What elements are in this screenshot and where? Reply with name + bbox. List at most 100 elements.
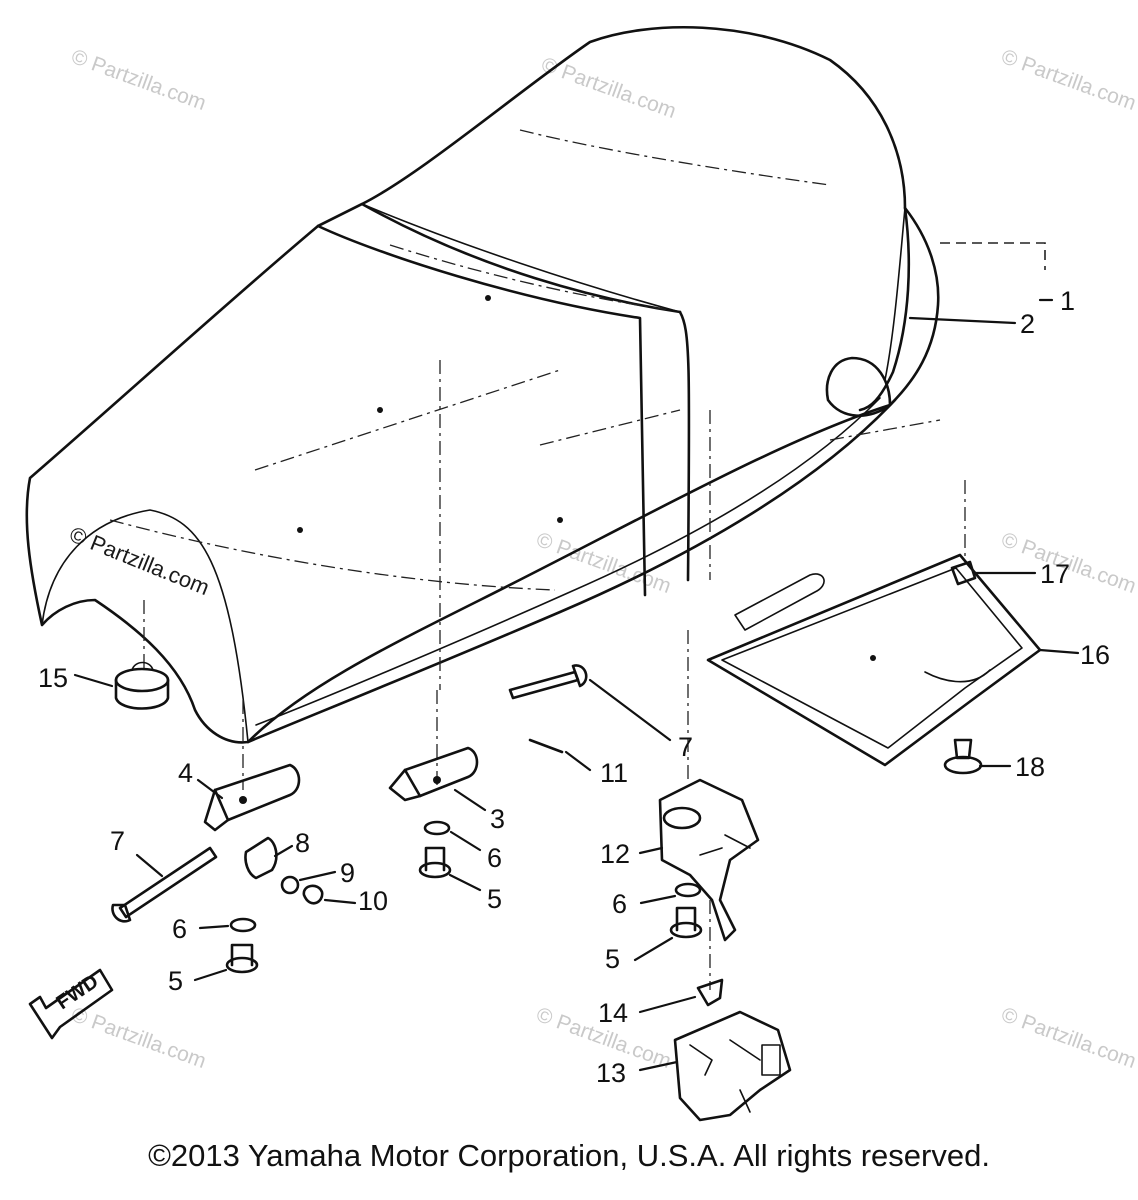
callout-2: 2 <box>1020 309 1035 339</box>
leader-2 <box>908 316 1017 325</box>
latch-13-body <box>673 1010 792 1122</box>
callout-6-right: 6 <box>612 889 627 919</box>
part-5-bolt-left: 5 <box>168 943 259 996</box>
part-6-washer-right: 6 <box>612 882 702 919</box>
pin-7r-shaft <box>508 670 580 700</box>
lock-12-body <box>658 778 760 942</box>
watermark-top-left: © Partzilla.com <box>68 45 209 115</box>
part-11-cotter: 11 <box>528 738 628 788</box>
callout-16: 16 <box>1080 640 1110 670</box>
leader-15 <box>73 673 114 688</box>
part-12-lock: 12 <box>600 778 760 942</box>
leader-13 <box>638 1060 679 1072</box>
leader-6-center <box>449 830 482 852</box>
seat-side-curve <box>41 509 249 743</box>
tray-16-foot <box>924 669 991 683</box>
part-17-nut: 17 <box>950 559 1070 589</box>
leader-12 <box>638 846 664 855</box>
bracket-4-plate <box>213 763 301 822</box>
pin-7r-head <box>571 664 588 688</box>
lock-12-detail <box>699 834 751 856</box>
leader-6-left <box>198 924 230 930</box>
tray-16-tab <box>734 573 825 631</box>
callout-18: 18 <box>1015 752 1045 782</box>
leader-14 <box>638 995 697 1014</box>
seat-strap-right <box>678 310 691 582</box>
seat-surface-line-7 <box>254 369 561 471</box>
callout-14: 14 <box>598 998 628 1028</box>
seat-strap-front <box>361 203 681 313</box>
seat-rear-curl <box>825 356 892 417</box>
watermark-low-left: © Partzilla.com <box>68 1003 209 1073</box>
seat-outline <box>25 25 940 744</box>
callout-3: 3 <box>490 804 505 834</box>
pin-7-shaft <box>118 846 218 919</box>
damper-body <box>114 678 170 710</box>
callout-4: 4 <box>178 758 193 788</box>
leader-8 <box>273 844 294 858</box>
damper-top <box>114 667 170 693</box>
callout-7-right: 7 <box>678 732 693 762</box>
part-4-bracket: 4 <box>178 758 301 832</box>
part-16-tray: 16 <box>706 553 1110 767</box>
leader-10 <box>323 898 357 905</box>
leader-3 <box>453 788 487 812</box>
seat-surface-line-1 <box>519 129 831 186</box>
part-13-latch: 13 <box>596 1010 792 1122</box>
assembly-lines <box>143 480 966 990</box>
callout-8: 8 <box>295 828 310 858</box>
bolt-10 <box>302 884 324 905</box>
callout-6-left: 6 <box>172 914 187 944</box>
callout-5-right: 5 <box>605 944 620 974</box>
callout-1: 1 <box>1060 286 1075 316</box>
seat-mark-1 <box>377 407 383 413</box>
seat-bottom-rim-inner <box>255 397 881 726</box>
bolt-5-left-head <box>225 956 259 974</box>
pin-7-head <box>111 903 132 923</box>
nut-17 <box>950 560 977 586</box>
watermark-low-right: © Partzilla.com <box>998 1003 1138 1073</box>
washer-6-left <box>229 917 257 933</box>
tray-16-outer <box>706 553 1042 767</box>
bracket-3-side <box>388 768 422 802</box>
washer-6-right <box>674 882 702 898</box>
bracket-4-hole <box>239 796 247 804</box>
fwd-arrow-shape <box>28 968 114 1040</box>
part-3-bracket: 3 <box>388 746 505 834</box>
watermarks: © Partzilla.com © Partzilla.com © Partzi… <box>66 45 1138 1073</box>
leader-7-left <box>135 853 164 878</box>
seat-surface-line-8 <box>539 409 681 446</box>
bracket-4-side <box>203 788 230 832</box>
seat-assembly: 1 2 <box>25 25 1075 744</box>
damper-nub <box>131 661 154 671</box>
seat-bottom-rim <box>246 398 897 744</box>
seat-surface-line-6 <box>829 419 941 441</box>
part-15-damper: 15 <box>38 661 170 710</box>
seat-mark-3 <box>297 527 303 533</box>
part-5-bolt-center: 5 <box>418 846 502 914</box>
screw-14 <box>696 978 724 1007</box>
part-6-washer-left: 6 <box>172 914 257 944</box>
bolt-5-left-shank <box>230 943 254 967</box>
part-5-bolt-right: 5 <box>605 906 703 974</box>
part-9-washer: 9 <box>280 858 355 895</box>
seat-rear-dash <box>940 242 1046 270</box>
seat-rear-fold <box>884 207 906 381</box>
bolt-5-center-shank <box>424 846 446 872</box>
callout-15: 15 <box>38 663 68 693</box>
seat-strap-top <box>316 202 682 314</box>
leader-5-center <box>448 873 482 892</box>
bolt-5-right-shank <box>675 906 697 932</box>
callout-10: 10 <box>358 886 388 916</box>
seat-rear-cover <box>858 206 911 412</box>
part-10-bolt: 10 <box>302 884 388 916</box>
washer-9 <box>280 875 300 895</box>
leader-9 <box>298 870 337 882</box>
grommet-18-stem <box>953 738 973 760</box>
callout-5-left: 5 <box>168 966 183 996</box>
washer-6-center <box>423 820 451 836</box>
leader-5-left <box>193 968 228 982</box>
callout-13: 13 <box>596 1058 626 1088</box>
clip-8 <box>244 836 278 880</box>
